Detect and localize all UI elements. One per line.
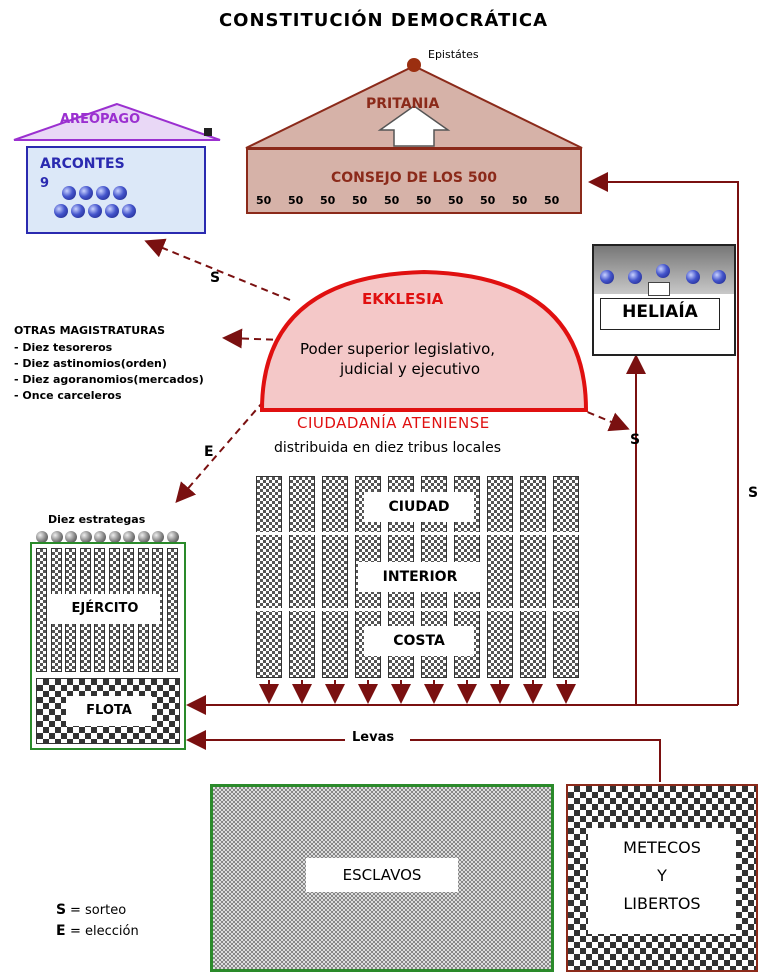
tribe-stripe <box>289 476 315 678</box>
heliaia-judge <box>686 270 700 284</box>
ejercito-label: EJÉRCITO <box>50 594 160 624</box>
arrow-label-e-left: E <box>204 444 214 460</box>
estratega-dot <box>108 531 121 543</box>
estratega-dot <box>65 531 77 543</box>
consejo-group: 50 <box>416 194 432 207</box>
epistates-dot <box>407 58 421 72</box>
areopago-roof <box>13 102 221 141</box>
metecos-line1: METECOS <box>623 838 701 857</box>
estratega-dot <box>94 531 106 543</box>
arconte-dot <box>71 204 85 218</box>
arconte-dot <box>113 186 127 200</box>
estrategas-label: Diez estrategas <box>48 513 146 526</box>
consejo-group: 50 <box>288 194 304 207</box>
estrategas-dots <box>36 531 186 543</box>
arconte-dot <box>122 204 136 218</box>
consejo-label: CONSEJO DE LOS 500 <box>330 170 498 186</box>
epistates-label: Epistátes <box>428 48 479 61</box>
tribe-stripe <box>256 476 282 678</box>
otras-item: - Diez agoranomios(mercados) <box>14 373 204 386</box>
consejo-group: 50 <box>544 194 560 207</box>
tribe-divider <box>256 532 582 535</box>
zone-costa: COSTA <box>364 626 474 656</box>
consejo-group: 50 <box>352 194 368 207</box>
estratega-dot <box>123 531 135 543</box>
arconte-dot <box>105 204 119 218</box>
otras-item: - Once carceleros <box>14 389 122 402</box>
arcontes-count: 9 <box>40 176 50 191</box>
consejo-group: 50 <box>320 194 336 207</box>
esclavos-label: ESCLAVOS <box>306 858 458 892</box>
estratega-dot <box>152 531 164 543</box>
zone-interior: INTERIOR <box>358 562 482 592</box>
legend-e-text: = elección <box>70 924 139 939</box>
arconte-dot <box>54 204 68 218</box>
areopago-label: AREOPAGO <box>60 112 141 127</box>
legend-s-text: = sorteo <box>70 903 127 918</box>
tribe-stripe <box>322 476 348 678</box>
ekklesia-line2: judicial y ejecutivo <box>340 360 481 378</box>
arcontes-label: ARCONTES <box>40 156 125 172</box>
heliaia-judge <box>600 270 614 284</box>
ciudadania-subtitle: distribuida en diez tribus locales <box>274 440 502 456</box>
ekklesia-line1: Poder superior legislativo, <box>300 340 496 358</box>
metecos-line2: Y <box>657 866 667 885</box>
arconte-dot <box>62 186 76 200</box>
ekklesia-label: EKKLESIA <box>362 290 444 308</box>
estratega-dot <box>50 531 63 543</box>
estratega-dot <box>36 531 48 543</box>
heliaia-judge <box>628 270 642 284</box>
heliaia-judge <box>656 264 670 278</box>
estratega-dot <box>79 531 92 543</box>
levas-label: Levas <box>352 730 395 745</box>
otras-item: - Diez astinomios(orden) <box>14 357 167 370</box>
pritania-roof <box>245 64 583 149</box>
consejo-group: 50 <box>448 194 464 207</box>
zone-ciudad: CIUDAD <box>364 492 474 522</box>
legend-s-key: S <box>56 902 67 918</box>
ejercito-column <box>36 548 47 672</box>
ekklesia-dome <box>259 269 589 412</box>
ejercito-column <box>166 548 178 672</box>
heliaia-podium <box>648 282 670 296</box>
heliaia-judges <box>594 264 734 290</box>
heliaia-judge <box>712 270 726 284</box>
tribe-stripe <box>553 476 579 678</box>
arconte-dot <box>96 186 110 200</box>
consejo-group: 50 <box>512 194 528 207</box>
heliaia-label-box <box>600 298 720 330</box>
arrow-label-s-mid: S <box>630 432 641 448</box>
flota-label: FLOTA <box>66 696 152 726</box>
tribe-divider <box>256 608 582 611</box>
consejo-box <box>246 148 582 214</box>
tribe-stripe <box>520 476 546 678</box>
arrow-label-s-far: S <box>748 485 759 501</box>
page-title: CONSTITUCIÓN DEMOCRÁTICA <box>218 10 549 31</box>
estratega-dot <box>137 531 150 543</box>
heliaia-label: HELIAÍA <box>622 302 698 322</box>
arconte-dot <box>88 204 102 218</box>
otras-item: - Diez tesoreros <box>14 341 113 354</box>
metecos-line3: LIBERTOS <box>623 894 701 913</box>
consejo-groups: 50 50 50 50 50 50 50 50 50 50 <box>256 194 576 208</box>
pritania-label: PRITANIA <box>366 96 440 112</box>
consejo-group: 50 <box>384 194 400 207</box>
ciudadania-title: CIUDADANÍA ATENIENSE <box>297 414 490 432</box>
consejo-group: 50 <box>480 194 496 207</box>
consejo-group: 50 <box>256 194 272 207</box>
estratega-dot <box>166 531 179 543</box>
arrow-label-s-left: S <box>210 270 221 286</box>
legend-e-key: E <box>56 923 66 939</box>
arconte-dot <box>79 186 93 200</box>
arcontes-dots <box>54 186 144 222</box>
metecos-label-box <box>588 828 736 934</box>
otras-title: OTRAS MAGISTRATURAS <box>14 324 166 337</box>
tribe-stripe <box>487 476 513 678</box>
